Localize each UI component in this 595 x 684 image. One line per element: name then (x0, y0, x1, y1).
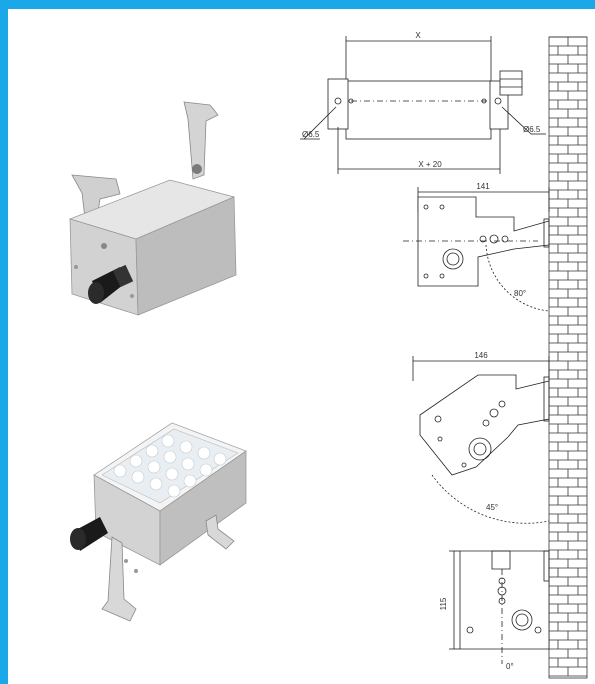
angle-0: 0° (506, 662, 514, 671)
technical-drawing: X X + 20 Ø6.5 Ø6.5 141 80° 146 45° 115 0… (68, 31, 588, 679)
drawing-sheet: X X + 20 Ø6.5 Ø6.5 141 80° 146 45° 115 0… (8, 9, 595, 684)
dimension-115: 115 (439, 597, 448, 610)
dimension-141: 141 (476, 182, 490, 191)
brick-courses (549, 36, 587, 677)
side-view-80-drawing (403, 187, 550, 312)
dimension-x: X (415, 31, 421, 40)
cable-gland (88, 264, 134, 304)
side-view-0-drawing (449, 550, 550, 664)
dimension-146: 146 (474, 351, 488, 360)
hole-diameter-right: Ø6.5 (523, 125, 541, 134)
top-view-drawing (300, 36, 546, 174)
angle-80: 80° (514, 289, 526, 298)
angle-45: 45° (486, 503, 498, 512)
fixture-back-render (68, 101, 237, 316)
side-view-45-drawing (412, 356, 550, 524)
dimension-x-plus-20: X + 20 (418, 160, 442, 169)
fixture-front-render (70, 422, 247, 622)
hole-diameter-left: Ø6.5 (302, 130, 320, 139)
